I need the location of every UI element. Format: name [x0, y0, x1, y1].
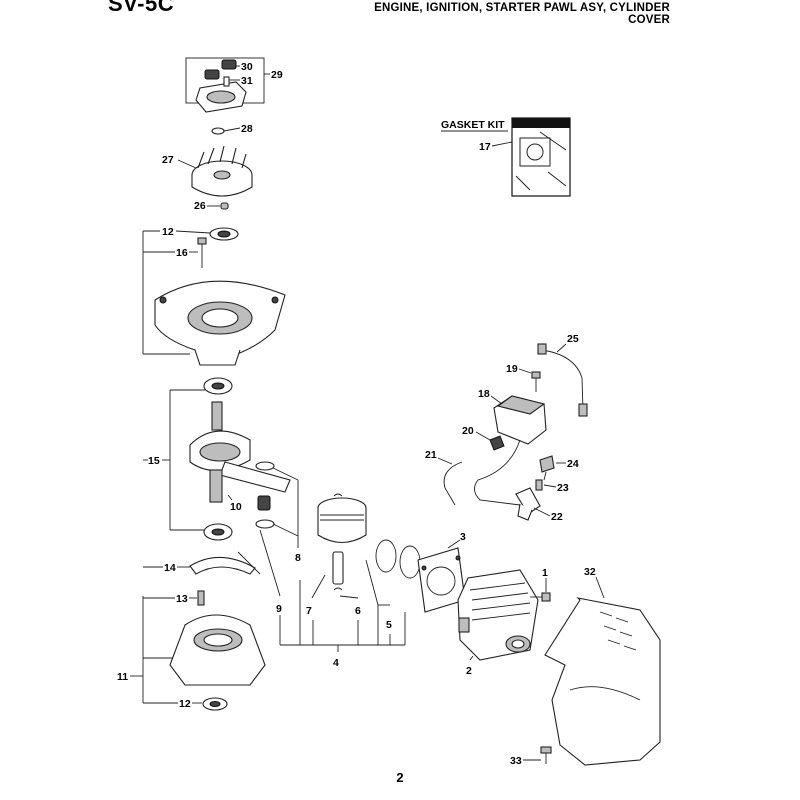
lead-terminal-lower [578, 403, 588, 417]
cover-screw [540, 746, 552, 764]
crankcase-bolt [197, 237, 207, 268]
callout-2: 2 [466, 665, 472, 677]
callout-12-bottom: 12 [179, 698, 191, 710]
callout-16: 16 [176, 247, 188, 259]
callout-28: 28 [241, 123, 253, 135]
callout-12-top: 12 [162, 226, 174, 238]
callout-27: 27 [162, 154, 174, 166]
crankcase-lower [169, 614, 266, 686]
woodruff-key [220, 202, 229, 210]
callout-33: 33 [510, 755, 522, 767]
callout-30: 30 [241, 61, 253, 73]
callout-10: 10 [230, 501, 242, 513]
callout-3: 3 [460, 531, 466, 543]
starter-pawl-assembly [185, 57, 265, 113]
callout-14: 14 [164, 562, 176, 574]
callout-20: 20 [462, 425, 474, 437]
cylinder-cover [544, 597, 661, 766]
callout-6: 6 [355, 605, 361, 617]
oil-seal-top [209, 227, 239, 241]
cylinder-bolt [530, 592, 551, 602]
needle-bearing [257, 495, 271, 511]
bearing-lower [203, 523, 233, 541]
grommet-tube [443, 461, 463, 506]
callout-21: 21 [425, 449, 437, 461]
callout-15: 15 [148, 455, 160, 467]
gasket-kit-label: GASKET KIT [441, 119, 505, 131]
flywheel [191, 145, 253, 197]
piston [317, 497, 367, 544]
model-title: SV-5C [108, 0, 175, 16]
piston-pin-clip-upper [333, 493, 343, 497]
callout-9: 9 [276, 603, 282, 615]
spark-plug-spring [539, 455, 555, 481]
coil-screw [531, 371, 541, 392]
callout-13: 13 [176, 593, 188, 605]
cylinder [457, 569, 539, 661]
callout-32: 32 [584, 566, 596, 578]
callout-11: 11 [117, 671, 128, 683]
gasket-kit-box [511, 117, 571, 197]
plug-terminal [535, 479, 543, 491]
callout-22: 22 [551, 511, 563, 523]
callout-25: 25 [567, 333, 579, 345]
callout-26: 26 [194, 200, 206, 212]
high-tension-lead [541, 349, 584, 411]
callout-31: 31 [241, 75, 253, 87]
thrust-washer-upper [255, 461, 275, 471]
piston-ring-2 [399, 545, 421, 579]
ignition-coil [474, 395, 547, 506]
dowel-pin [197, 590, 205, 606]
washer [211, 127, 225, 135]
callout-19: 19 [506, 363, 518, 375]
piston-pin [332, 551, 344, 585]
callout-5: 5 [386, 619, 392, 631]
section-title: ENGINE, IGNITION, STARTER PAWL ASY, CYLI… [374, 2, 670, 26]
bearing-upper [203, 377, 233, 395]
piston-ring-1 [375, 539, 397, 573]
thrust-washer-lower [255, 519, 275, 529]
coil-spacer [489, 435, 505, 451]
callout-7: 7 [306, 605, 312, 617]
crankcase-half [154, 280, 286, 366]
callout-29: 29 [271, 69, 283, 81]
spark-plug-cap [515, 487, 541, 521]
lead-terminal-upper [537, 343, 547, 355]
callout-18: 18 [478, 388, 490, 400]
oil-seal-bottom [202, 697, 228, 711]
callout-4: 4 [333, 657, 339, 669]
page-number: 2 [396, 770, 404, 785]
callout-8: 8 [295, 552, 301, 564]
crankcase-gasket [189, 556, 256, 575]
callout-23: 23 [557, 482, 569, 494]
callout-17: 17 [479, 141, 491, 153]
piston-pin-clip-lower [333, 587, 343, 591]
callout-24: 24 [567, 458, 579, 470]
crankshaft [189, 401, 291, 503]
callout-1: 1 [542, 567, 548, 579]
